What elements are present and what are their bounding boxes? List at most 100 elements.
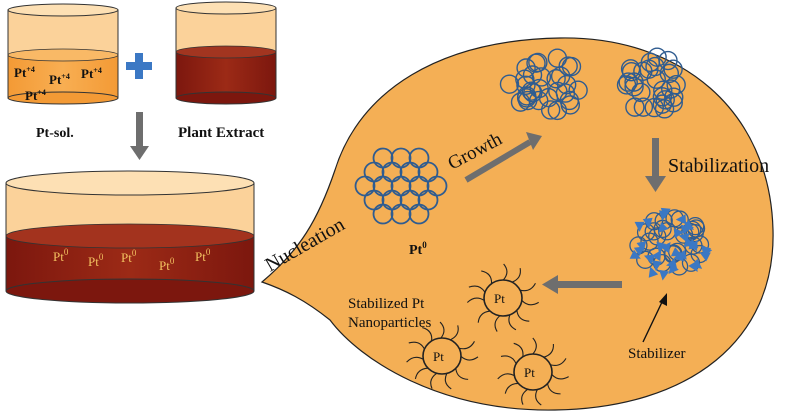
ion-label-1: Pt+4 bbox=[14, 65, 35, 80]
ligand-chain bbox=[460, 356, 479, 361]
ion-label-3: Pt+4 bbox=[81, 66, 102, 81]
growth-particle bbox=[659, 63, 680, 84]
return-arrow bbox=[542, 275, 622, 294]
nanoparticle-2 bbox=[406, 321, 479, 390]
ligand-chain bbox=[532, 337, 537, 355]
ligand-chain bbox=[502, 263, 508, 281]
nanoparticle-label-2: Pt bbox=[433, 349, 444, 364]
growth-particle bbox=[540, 100, 561, 120]
growth-particle bbox=[499, 74, 520, 94]
plant-extract-beaker bbox=[175, 1, 277, 105]
ligand-chain bbox=[513, 342, 524, 357]
ligand-chain bbox=[504, 382, 519, 394]
stabilizer-molecule bbox=[688, 239, 698, 252]
stabilization-label: Stabilization bbox=[668, 155, 769, 177]
growth-particle bbox=[521, 81, 542, 101]
nucleus-cluster bbox=[354, 147, 448, 225]
stabilization-arrow bbox=[645, 138, 666, 192]
atom-label-5: Pt0 bbox=[195, 247, 211, 264]
growth-particle bbox=[625, 97, 645, 117]
ligand-chain bbox=[520, 283, 536, 292]
down-arrow-icon bbox=[130, 112, 149, 160]
ligand-chain bbox=[406, 356, 424, 363]
growth-particle bbox=[624, 77, 644, 97]
stabilizer-molecule bbox=[636, 241, 647, 252]
growth-cluster-2 bbox=[616, 47, 686, 119]
stabilizer-molecule bbox=[634, 221, 645, 232]
stabilizer-molecule bbox=[673, 228, 685, 239]
stabilizer-molecule bbox=[659, 210, 669, 221]
growth-arrow bbox=[464, 132, 542, 183]
ligand-chain bbox=[414, 367, 429, 380]
growth-particle bbox=[510, 92, 531, 112]
stabilizer-molecule bbox=[642, 217, 653, 229]
growth-particle bbox=[646, 69, 666, 89]
growth-cluster-1 bbox=[499, 48, 588, 121]
stabilized-label-line2: Nanoparticles bbox=[348, 315, 431, 331]
nanoparticle-label-1: Pt bbox=[494, 291, 505, 306]
ligand-chain bbox=[535, 389, 542, 406]
stabilizer-molecule bbox=[666, 258, 677, 269]
growth-particle bbox=[655, 90, 675, 110]
growth-particle bbox=[633, 97, 654, 117]
nanoparticle-core bbox=[483, 279, 523, 317]
stabilizer-molecule bbox=[648, 266, 659, 278]
stabilizer-molecule bbox=[651, 249, 662, 262]
ligand-chain bbox=[550, 358, 567, 366]
ligand-chain bbox=[481, 270, 493, 284]
growth-particle bbox=[624, 72, 644, 92]
growth-particle bbox=[558, 56, 578, 76]
stabilizer-molecule bbox=[673, 251, 685, 262]
ligand-chain bbox=[547, 383, 561, 395]
pt0-label: Pt0 bbox=[409, 240, 427, 258]
stabilizer-pointer bbox=[642, 293, 667, 343]
stabilizer-molecule bbox=[658, 222, 669, 233]
reaction-beaker bbox=[5, 170, 255, 304]
ligand-chain bbox=[521, 299, 539, 306]
growth-particle bbox=[546, 69, 566, 89]
stabilized-particle bbox=[640, 232, 659, 251]
ligand-chain bbox=[466, 297, 485, 303]
ligand-chain bbox=[408, 341, 425, 350]
growth-particle bbox=[526, 53, 546, 73]
plant-extract-label: Plant Extract bbox=[178, 125, 264, 141]
ligand-chain bbox=[516, 310, 530, 322]
growth-particle bbox=[666, 75, 686, 95]
ion-label-4: Pt+4 bbox=[25, 88, 46, 103]
stabilizer-molecule bbox=[652, 260, 662, 272]
growth-particle bbox=[661, 79, 681, 99]
stabilizer-molecule bbox=[643, 254, 656, 264]
ligand-chain bbox=[543, 343, 554, 358]
nucleus-particle bbox=[372, 203, 394, 225]
stabilizer-molecule bbox=[660, 242, 671, 254]
growth-particle bbox=[547, 48, 568, 68]
stabilizer-molecule bbox=[688, 260, 698, 272]
stabilizer-molecule bbox=[699, 252, 711, 262]
nucleus-particle bbox=[408, 203, 430, 225]
nanoparticle-core bbox=[422, 337, 462, 375]
ligand-chain bbox=[494, 315, 501, 332]
plus-icon bbox=[126, 53, 152, 79]
stabilizer-label: Stabilizer bbox=[628, 346, 685, 362]
growth-particle bbox=[538, 87, 559, 108]
stabilizer-molecule bbox=[668, 263, 679, 275]
nanoparticle-1 bbox=[466, 263, 539, 332]
stabilizer-molecule bbox=[682, 220, 694, 230]
stabilizer-molecule bbox=[675, 214, 686, 225]
ligand-chain bbox=[551, 374, 569, 380]
growth-particle bbox=[664, 87, 684, 107]
growth-particle bbox=[640, 52, 661, 73]
ligand-chain bbox=[422, 327, 433, 342]
ligand-chain bbox=[444, 373, 452, 390]
growth-particle bbox=[616, 75, 637, 95]
nanoparticle-label-3: Pt bbox=[524, 365, 535, 380]
ligand-chain bbox=[459, 341, 475, 350]
ligand-chain bbox=[511, 267, 521, 283]
growth-particle bbox=[644, 97, 664, 118]
growth-particle bbox=[621, 62, 642, 82]
ligand-chain bbox=[450, 325, 459, 341]
atom-label-1: Pt0 bbox=[53, 247, 69, 264]
ligand-chain bbox=[497, 373, 515, 380]
ligand-chain bbox=[508, 314, 517, 331]
ion-label-2: Pt+4 bbox=[49, 72, 70, 87]
